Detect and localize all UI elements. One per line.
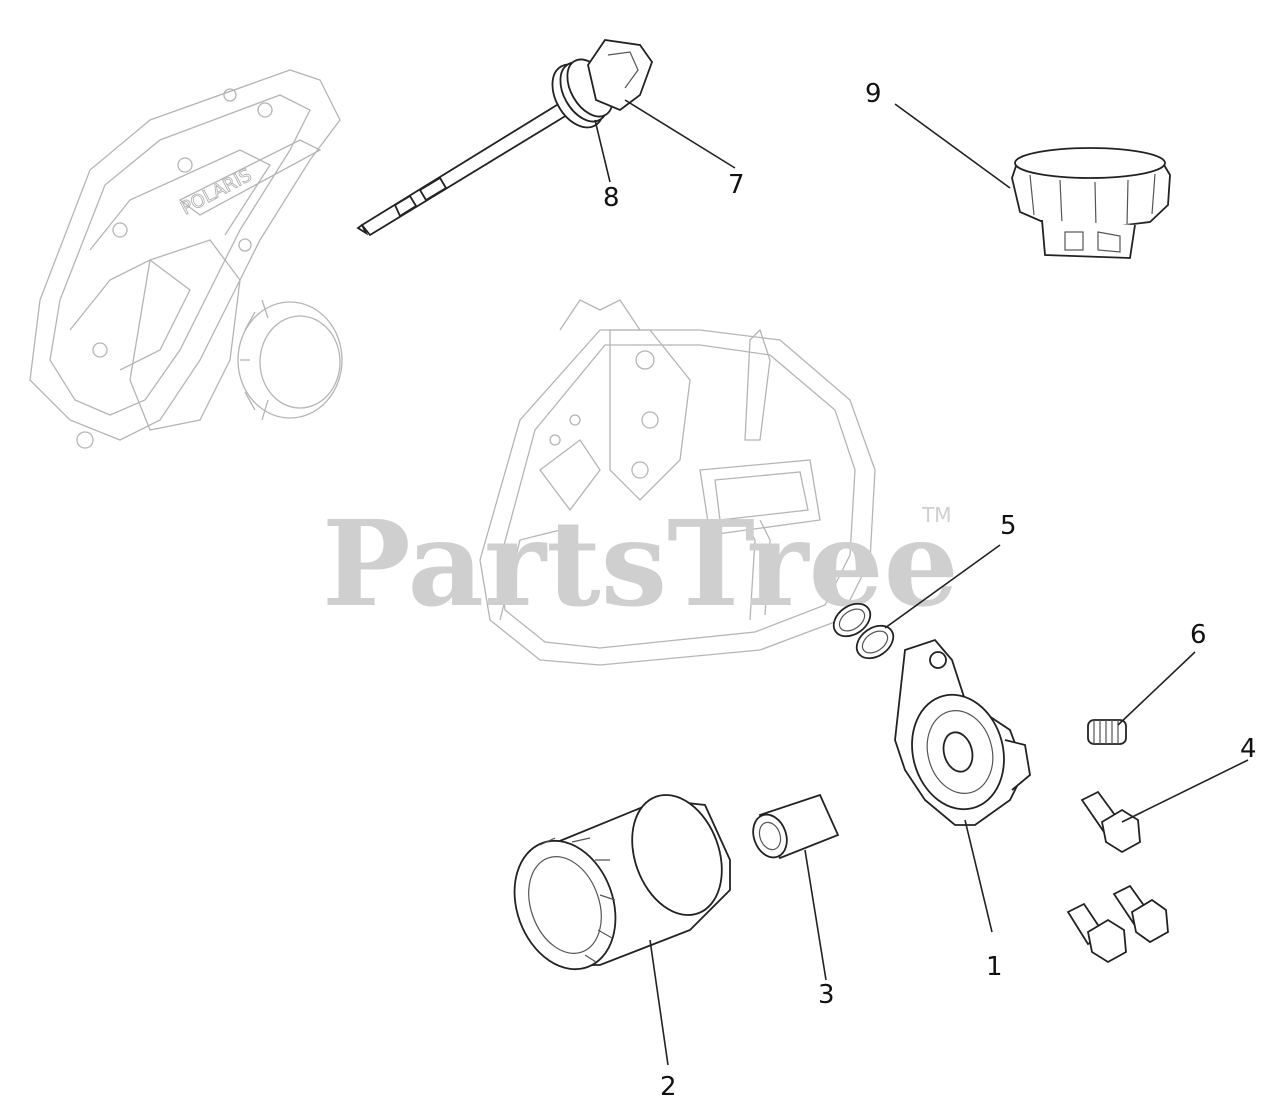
callout-3: 3 (818, 980, 835, 1010)
callout-4: 4 (1240, 734, 1257, 764)
callout-6: 6 (1190, 620, 1207, 650)
o-rings-part (832, 602, 895, 660)
callout-5: 5 (1000, 511, 1017, 541)
callout-9: 9 (865, 79, 882, 109)
callout-7: 7 (728, 170, 745, 200)
oil-fill-cap-part (1011, 147, 1171, 259)
callout-2: 2 (660, 1072, 677, 1102)
oil-filter-part (513, 794, 731, 971)
engine-head-cover-drawing: POLARIS (29, 69, 343, 449)
watermark-trademark: TM (921, 503, 951, 527)
dipstick-part (356, 39, 654, 237)
filter-nipple-part (752, 793, 840, 860)
leader-lines (594, 99, 1249, 1066)
plug-part (1087, 719, 1127, 745)
bolts-part (1066, 790, 1169, 964)
callout-8: 8 (603, 183, 620, 213)
oil-filter-adapter-part (894, 638, 1031, 826)
engine-crankcase-drawing (479, 299, 876, 666)
callout-labels: 1 2 3 4 5 6 7 8 9 (603, 79, 1257, 1102)
callout-1: 1 (986, 952, 1003, 982)
